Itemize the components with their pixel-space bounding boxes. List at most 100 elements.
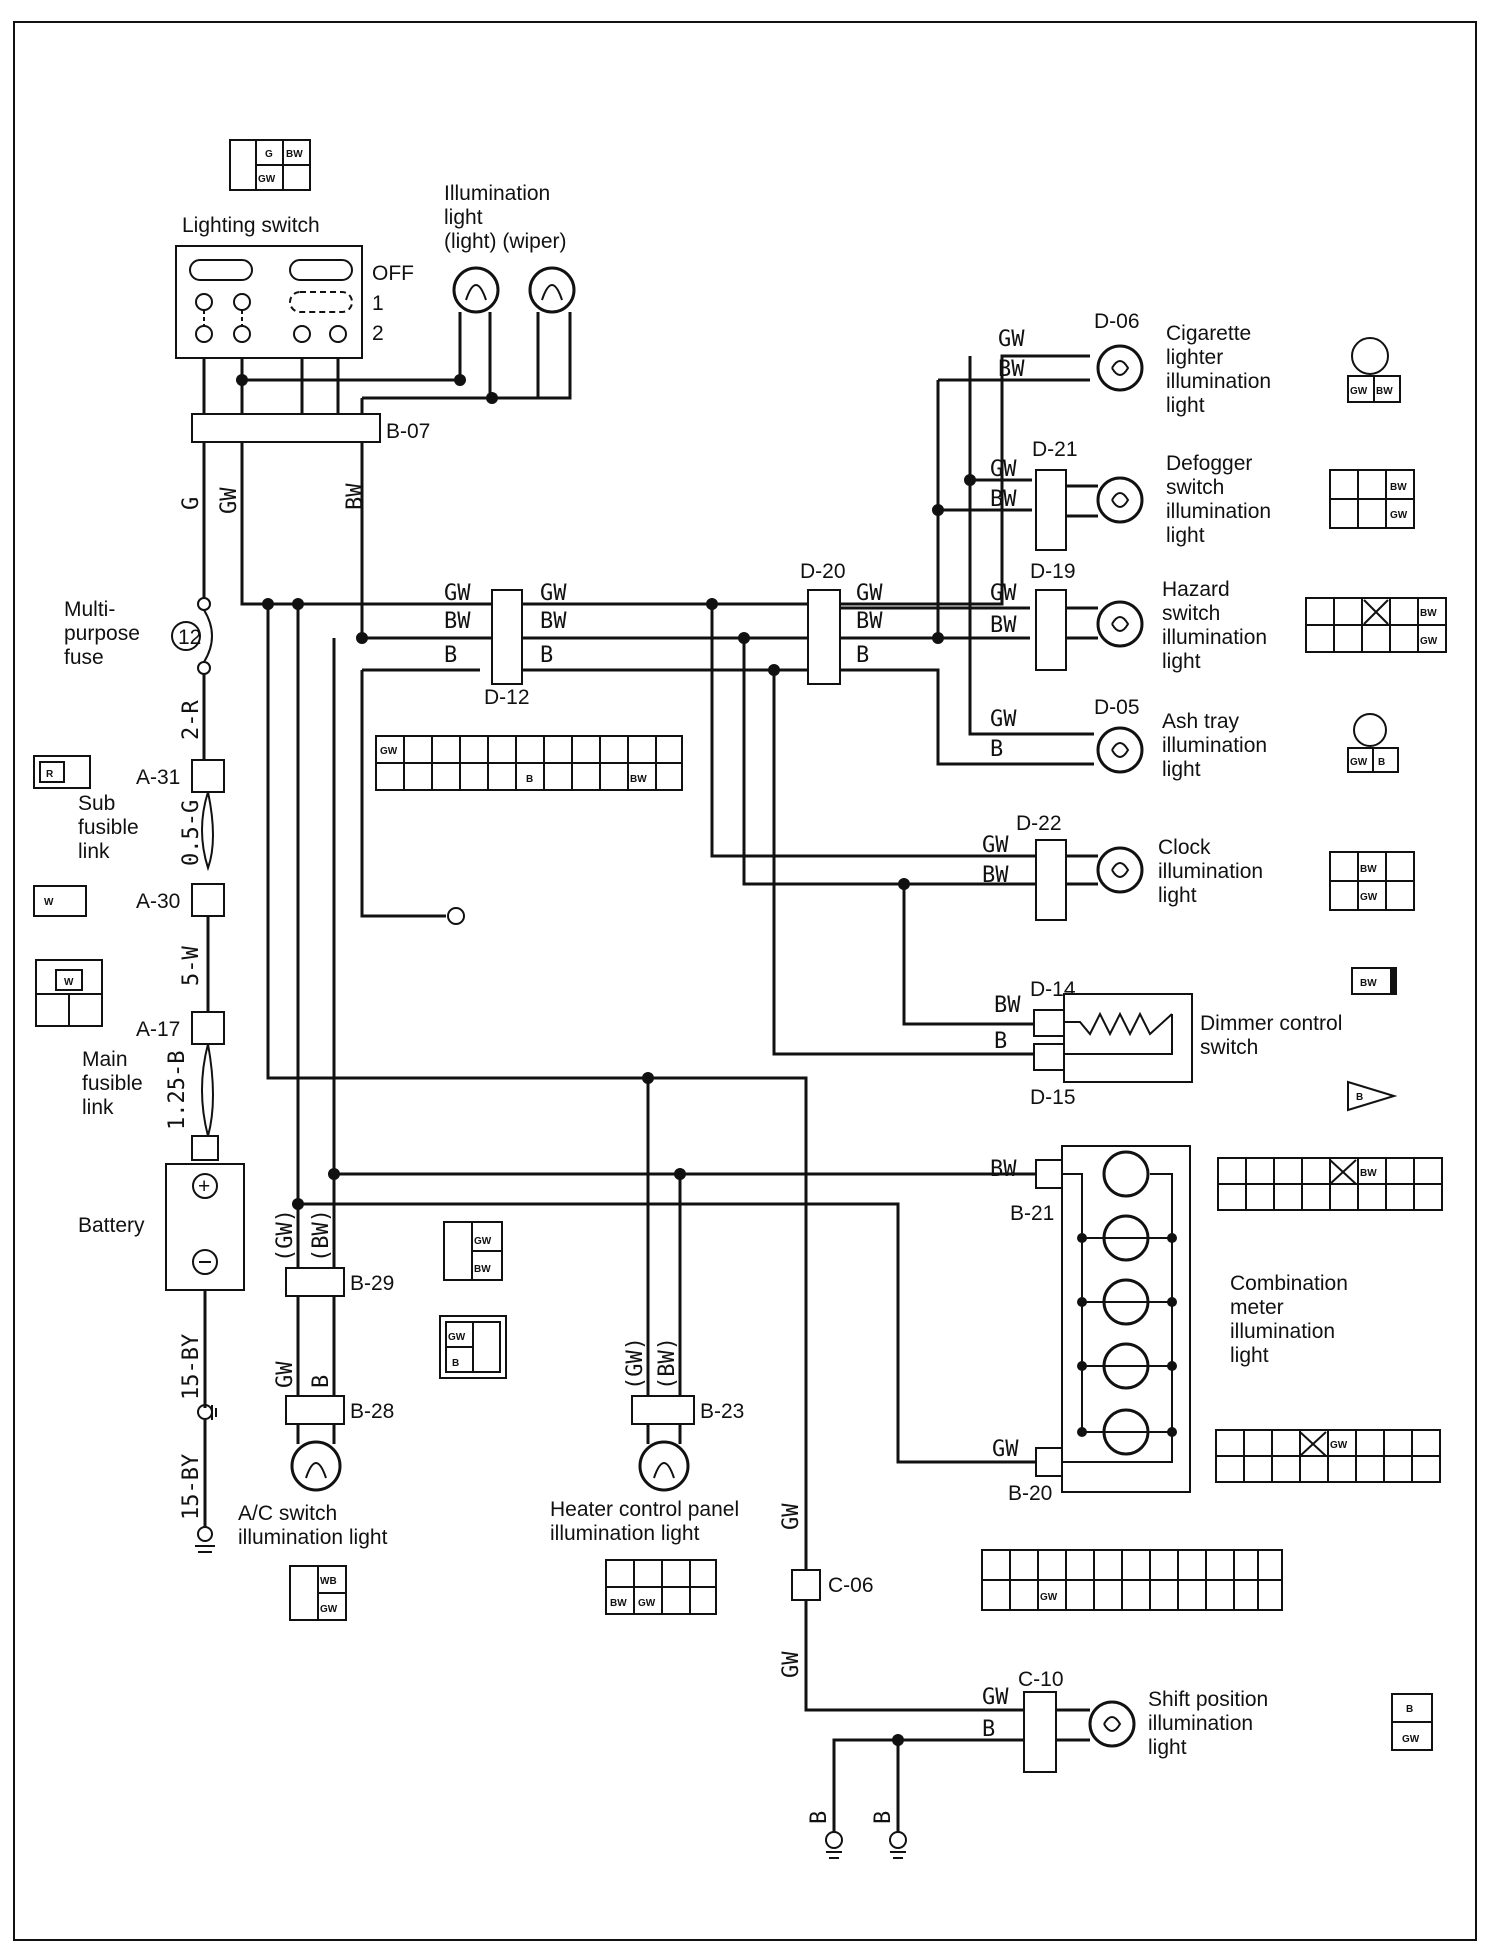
- heater-connector-face: BW GW: [605, 1559, 717, 1615]
- svg-text:R: R: [46, 769, 54, 780]
- svg-text:Shift position: Shift position: [1148, 1688, 1268, 1711]
- svg-text:link: link: [78, 840, 110, 863]
- svg-text:C-06: C-06: [828, 1574, 874, 1597]
- svg-text:B: B: [1378, 757, 1385, 768]
- svg-text:(BW): (BW): [655, 1337, 680, 1390]
- svg-text:+: +: [198, 1175, 210, 1198]
- battery: [165, 1163, 245, 1291]
- svg-text:A-31: A-31: [136, 766, 180, 789]
- battery-positive-icon: [192, 1173, 218, 1199]
- svg-text:15-BY: 15-BY: [179, 1454, 204, 1520]
- svg-text:fusible: fusible: [82, 1072, 143, 1095]
- svg-text:GW: GW: [448, 1332, 466, 1343]
- svg-text:B-21: B-21: [1010, 1202, 1054, 1225]
- illumination-light-bulbs: Illumination light (light) (wiper): [444, 182, 576, 314]
- svg-text:GW: GW: [779, 1503, 804, 1530]
- connector-d15: [1033, 1043, 1065, 1071]
- a30-connector-face: W: [33, 885, 87, 917]
- svg-text:B: B: [982, 1717, 995, 1742]
- svg-text:BW: BW: [994, 993, 1021, 1018]
- svg-text:Illumination: Illumination: [444, 182, 550, 205]
- ac-switch-bulb-icon: [290, 1440, 342, 1492]
- svg-text:5-W: 5-W: [179, 946, 204, 986]
- svg-text:GW: GW: [1040, 1592, 1058, 1603]
- svg-text:D-05: D-05: [1094, 696, 1140, 719]
- svg-text:BW: BW: [990, 613, 1017, 638]
- svg-text:C-10: C-10: [1018, 1668, 1064, 1691]
- svg-text:BW: BW: [990, 1157, 1017, 1182]
- svg-text:B: B: [452, 1358, 459, 1369]
- svg-text:B-28: B-28: [350, 1400, 394, 1423]
- clock-bulb-icon: [1096, 846, 1144, 894]
- svg-text:15-BY: 15-BY: [179, 1334, 204, 1400]
- svg-text:B: B: [807, 1811, 832, 1824]
- svg-text:D-12: D-12: [484, 686, 530, 709]
- dimmer-connector-faces: BW B: [1347, 967, 1398, 1112]
- svg-text:illumination: illumination: [1230, 1320, 1335, 1343]
- svg-text:D-15: D-15: [1030, 1086, 1076, 1109]
- diagram-frame: [13, 21, 1477, 1941]
- svg-text:illumination: illumination: [1158, 860, 1263, 883]
- shift-position-connector-face: B GW: [1391, 1693, 1433, 1751]
- svg-text:switch: switch: [1200, 1036, 1258, 1059]
- svg-text:(GW): (GW): [623, 1337, 648, 1390]
- svg-text:(GW): (GW): [273, 1209, 298, 1262]
- svg-text:A/C switch: A/C switch: [238, 1502, 337, 1525]
- svg-text:GW: GW: [1420, 636, 1438, 647]
- svg-text:GW: GW: [638, 1598, 656, 1609]
- combination-meter-connector-faces: BW GW: [1215, 1157, 1443, 1483]
- svg-text:(BW): (BW): [309, 1209, 334, 1262]
- svg-text:D-19: D-19: [1030, 560, 1076, 583]
- svg-text:BW: BW: [856, 609, 883, 634]
- ground-icon: [447, 907, 465, 925]
- svg-text:illumination: illumination: [1166, 370, 1271, 393]
- svg-text:light: light: [444, 206, 483, 229]
- svg-text:GW: GW: [1350, 757, 1368, 768]
- svg-text:B-23: B-23: [700, 1400, 744, 1423]
- ashtray-connector-face: GW B: [1347, 713, 1399, 773]
- connector-b23: [631, 1395, 695, 1425]
- svg-text:GW: GW: [992, 1437, 1019, 1462]
- svg-text:(light) (wiper): (light) (wiper): [444, 230, 567, 253]
- svg-text:BW: BW: [610, 1598, 627, 1609]
- sub-fusible-link-connector-face: R: [33, 755, 91, 789]
- svg-text:BW: BW: [1376, 386, 1393, 397]
- svg-text:BW: BW: [630, 774, 647, 785]
- svg-text:D-22: D-22: [1016, 812, 1062, 835]
- svg-text:purpose: purpose: [64, 622, 140, 645]
- svg-text:GW: GW: [273, 1361, 298, 1388]
- svg-text:BW: BW: [444, 609, 471, 634]
- svg-text:A-30: A-30: [136, 890, 180, 913]
- svg-text:Dimmer control: Dimmer control: [1200, 1012, 1342, 1035]
- svg-text:B: B: [444, 643, 457, 668]
- svg-text:GW: GW: [856, 581, 883, 606]
- connector-a17: [191, 1011, 225, 1045]
- svg-text:GW: GW: [320, 1604, 338, 1615]
- svg-text:light: light: [1166, 524, 1205, 547]
- svg-text:B: B: [990, 737, 1003, 762]
- svg-text:Main: Main: [82, 1048, 128, 1071]
- svg-text:0.5-G: 0.5-G: [179, 800, 204, 866]
- svg-text:BW: BW: [1360, 864, 1377, 875]
- connector-a30: [191, 883, 225, 917]
- svg-text:light: light: [1158, 884, 1197, 907]
- svg-text:D-20: D-20: [800, 560, 846, 583]
- svg-text:GW: GW: [1360, 892, 1378, 903]
- svg-text:BW: BW: [540, 609, 567, 634]
- svg-text:B: B: [309, 1375, 334, 1388]
- fuse-12-icon: [171, 621, 201, 651]
- svg-text:W: W: [64, 977, 74, 988]
- svg-text:B: B: [994, 1029, 1007, 1054]
- svg-text:light: light: [1162, 650, 1201, 673]
- svg-text:12: 12: [178, 626, 201, 649]
- connector-d12: [491, 589, 523, 685]
- hazard-bulb-icon: [1096, 600, 1144, 648]
- ac-switch-connector-face: WB GW: [289, 1565, 347, 1621]
- svg-text:meter: meter: [1230, 1296, 1284, 1319]
- lighting-switch-title: Lighting switch: [182, 214, 320, 237]
- svg-text:B: B: [1356, 1092, 1363, 1103]
- svg-text:B: B: [856, 643, 869, 668]
- ground-icon: [197, 1526, 213, 1542]
- svg-text:Heater control panel: Heater control panel: [550, 1498, 739, 1521]
